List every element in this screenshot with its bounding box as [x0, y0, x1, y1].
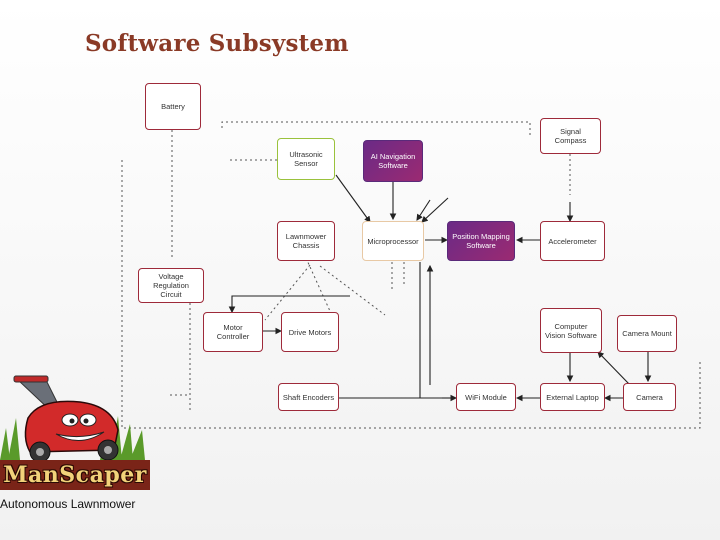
node-lawnmower-chassis: Lawnmower Chassis — [277, 221, 335, 261]
brand-tagline: Autonomous Lawnmower — [0, 497, 136, 511]
node-signal-compass: Signal Compass — [540, 118, 601, 154]
node-microprocessor: Microprocessor — [362, 221, 424, 261]
node-motor-controller: Motor Controller — [203, 312, 263, 352]
node-external-laptop: External Laptop — [540, 383, 605, 411]
brand-wordmark: ManScaper — [0, 460, 150, 490]
node-battery: Battery — [145, 83, 201, 130]
node-shaft-encoders: Shaft Encoders — [278, 383, 339, 411]
lawnmower-mascot-logo — [0, 375, 145, 463]
node-camera: Camera — [623, 383, 676, 411]
node-ultrasonic-sensor: Ultrasonic Sensor — [277, 138, 335, 180]
node-accelerometer: Accelerometer — [540, 221, 605, 261]
node-position-mapping-software: Position Mapping Software — [447, 221, 515, 261]
node-ai-navigation-software: AI Navigation Software — [363, 140, 423, 182]
node-wifi-module: WiFi Module — [456, 383, 516, 411]
node-computer-vision-software: Computer Vision Software — [540, 308, 602, 353]
node-drive-motors: Drive Motors — [281, 312, 339, 352]
node-voltage-regulation-circuit: Voltage Regulation Circuit — [138, 268, 204, 303]
page-title: Software Subsystem — [85, 30, 349, 57]
node-camera-mount: Camera Mount — [617, 315, 677, 352]
